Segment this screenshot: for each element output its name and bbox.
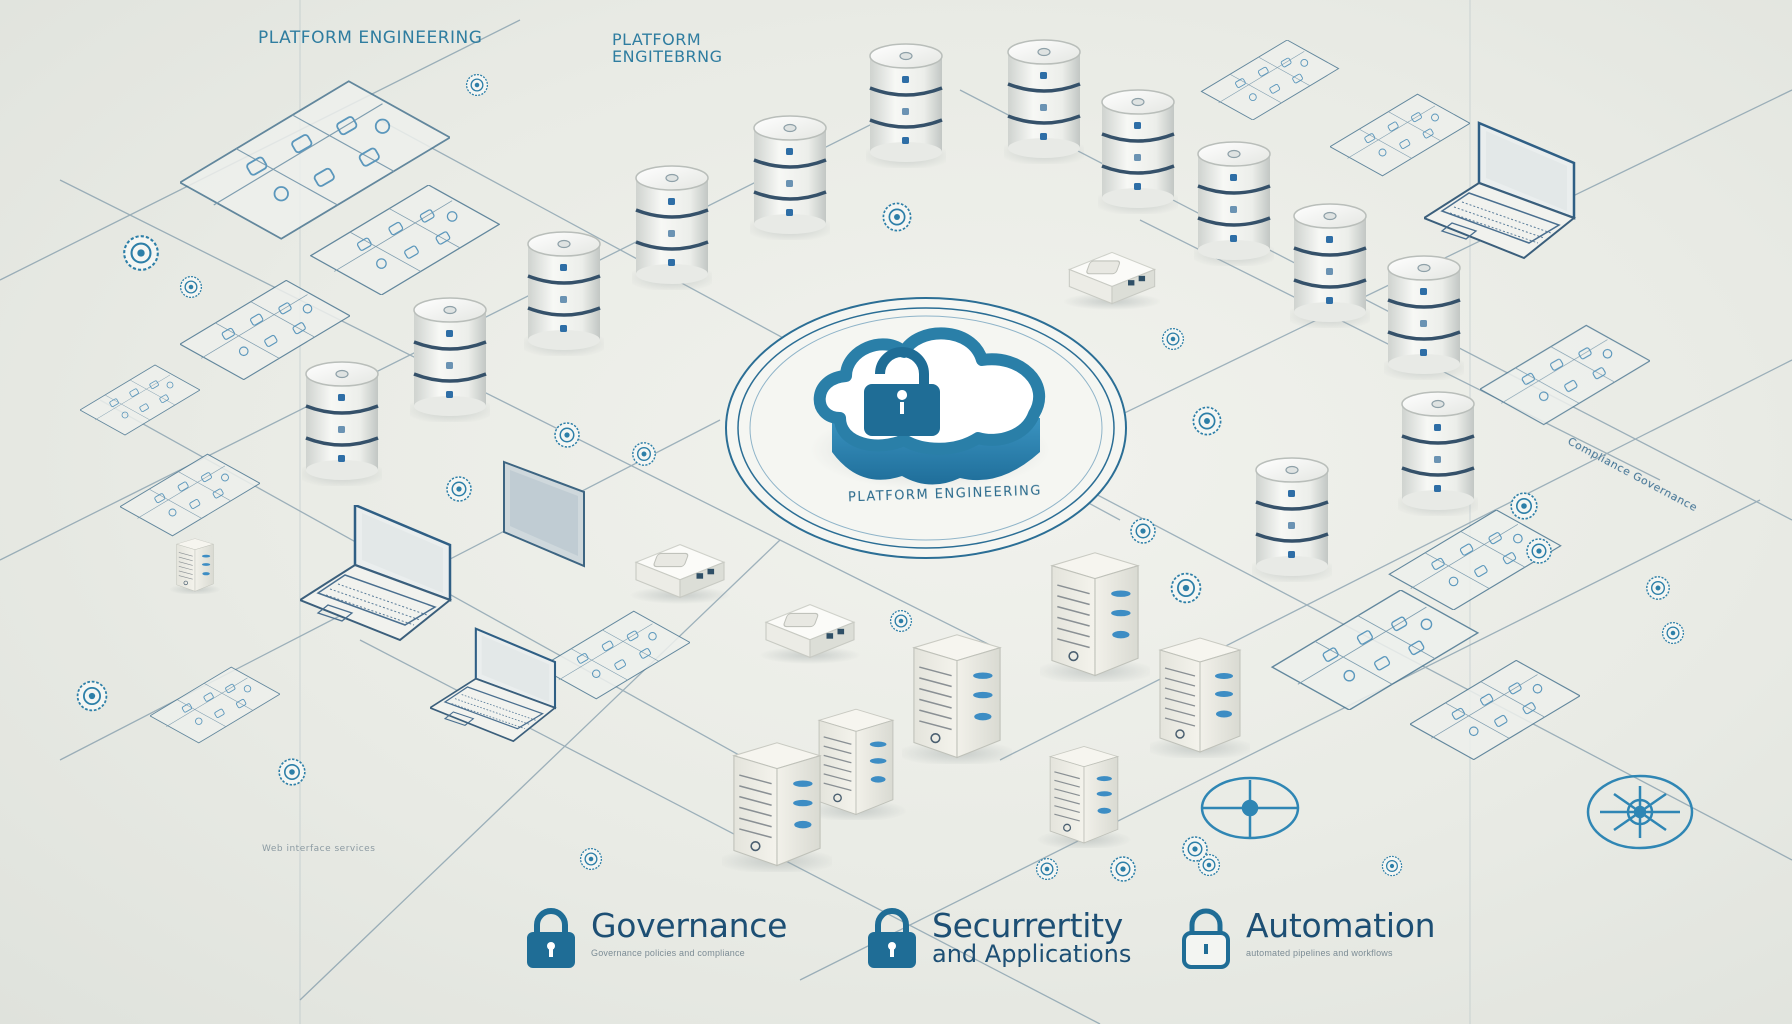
target-icon (1200, 776, 1300, 840)
gear-icon (446, 476, 472, 502)
gear-icon (889, 609, 913, 633)
server-rack-icon (902, 633, 1012, 764)
sketch-panel (1200, 40, 1340, 120)
database-icon (1004, 38, 1084, 164)
gear-icon (179, 275, 203, 299)
gear-icon (1182, 836, 1208, 862)
gear-icon (1661, 621, 1685, 645)
sketch-panel (1480, 324, 1650, 426)
footer-item-governance: Governance Governance policies and compl… (525, 906, 788, 970)
gear-icon (1110, 856, 1136, 882)
gear-icon (1161, 327, 1185, 351)
database-icon (524, 230, 604, 356)
gear-icon (554, 422, 580, 448)
sketch-panel (540, 610, 690, 700)
database-icon (302, 360, 382, 486)
cloud-lock-icon (813, 327, 1046, 485)
sketch-panel (120, 453, 260, 537)
gear-icon (76, 680, 108, 712)
database-icon (1290, 202, 1370, 328)
central-hub (725, 297, 1127, 559)
gear-icon (1035, 857, 1059, 881)
database-icon (1252, 456, 1332, 582)
page-title: PLATFORM ENGINEERING (258, 28, 483, 48)
gear-icon (1510, 492, 1538, 520)
laptop-icon (430, 627, 557, 743)
gear-icon (579, 847, 603, 871)
gear-icon (1381, 855, 1403, 877)
server-rack-icon (170, 538, 220, 594)
lock-open-icon (1182, 908, 1230, 969)
gear-icon (1192, 406, 1222, 436)
server-rack-icon (1150, 637, 1250, 758)
database-icon (866, 42, 946, 168)
database-icon (1098, 88, 1178, 214)
lock-icon (527, 908, 575, 968)
secondary-title: PLATFORM ENGITEBRNG (612, 30, 723, 66)
server-rack-icon (1040, 551, 1150, 682)
database-icon (410, 296, 490, 422)
secondary-title-line1: PLATFORM (612, 30, 702, 49)
database-icon (750, 114, 830, 240)
footer-subtitle: and Applications (932, 940, 1132, 969)
laptop-icon (300, 505, 452, 642)
network-device-icon (760, 604, 860, 664)
network-device-icon (1064, 251, 1160, 310)
footer-title: Governance (591, 906, 788, 945)
footer-item-security: Securrertity and Applications (866, 906, 1132, 970)
footer-title: Automation (1246, 906, 1436, 945)
sketch-panel (80, 364, 200, 436)
monitor-icon (503, 460, 585, 568)
gear-icon (1526, 538, 1552, 564)
database-icon (632, 164, 712, 290)
lock-icon (868, 908, 916, 968)
sun-gear-icon (1586, 774, 1694, 850)
secondary-title-line2: ENGITEBRNG (612, 46, 723, 66)
footer-title: Securrertity (932, 906, 1123, 945)
sketch-panel (1410, 660, 1580, 760)
database-icon (1384, 254, 1464, 380)
laptops (300, 121, 1576, 743)
gear-icon (632, 442, 656, 466)
gear-icon (882, 202, 912, 232)
server-rack-icon (722, 741, 832, 872)
server-rack-icon (1035, 745, 1133, 848)
footer-item-automation: Automation automated pipelines and workf… (1180, 906, 1436, 970)
sketch-panel (1330, 93, 1470, 177)
footer-subtitle: automated pipelines and workflows (1246, 948, 1393, 959)
gear-icon (1130, 518, 1156, 544)
network-device-icon (630, 544, 730, 604)
database-icon (1194, 140, 1274, 266)
laptop-icon (1424, 121, 1576, 260)
gear-icon (465, 73, 489, 97)
gear-icon (1646, 576, 1670, 600)
footer-subtitle: Governance policies and compliance (591, 948, 745, 959)
sketch-panel (1271, 590, 1479, 710)
sketch-panel (150, 666, 280, 744)
side-label: Web interface services (262, 844, 376, 854)
database-icon (1398, 390, 1478, 516)
gear-icon (123, 235, 159, 271)
gear-icon (278, 758, 306, 786)
gear-icon (1170, 572, 1202, 604)
